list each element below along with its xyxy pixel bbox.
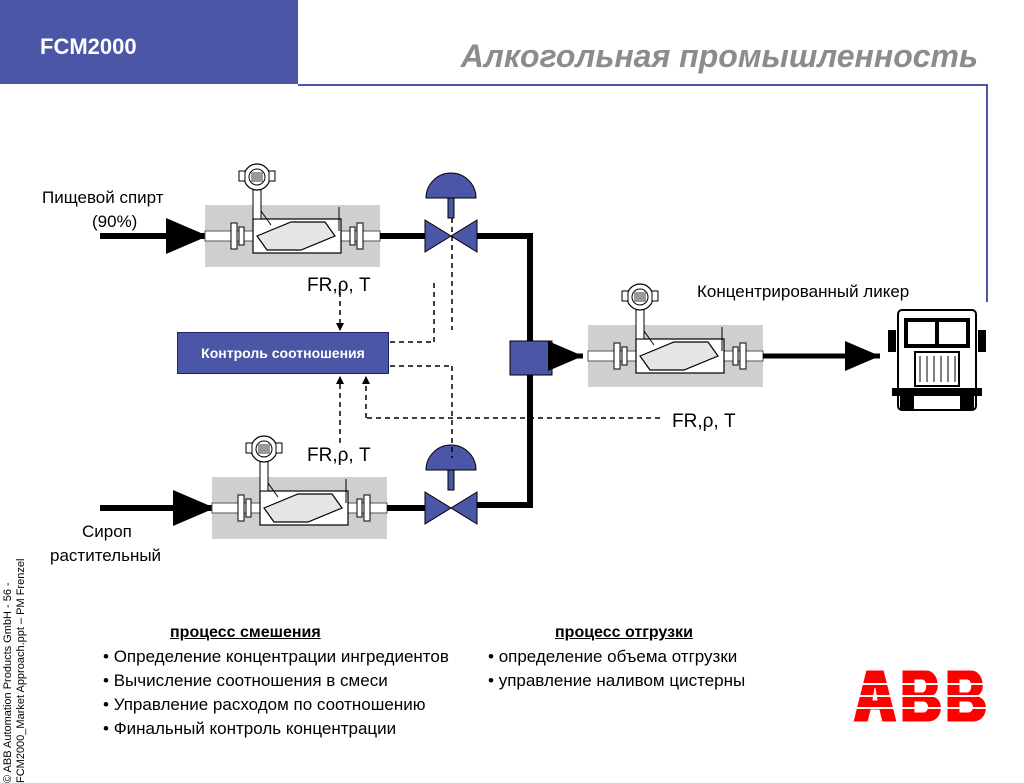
- flowmeter-top: [204, 163, 381, 268]
- control-valve-top: [424, 172, 478, 253]
- mixer-block: [509, 340, 553, 376]
- abb-logo: [850, 669, 992, 723]
- header-rule-vertical: [986, 84, 988, 302]
- signal-label-output: FR,ρ, T: [672, 411, 736, 432]
- tanker-truck-icon: [888, 309, 986, 411]
- slide-title: Алкогольная промышленность: [460, 38, 978, 74]
- control-valve-bottom: [424, 444, 478, 525]
- mixing-heading: процесс смешения: [170, 624, 321, 641]
- list-item: Определение концентрации ингредиентов: [103, 645, 449, 669]
- list-item: Вычисление соотношения в смеси: [103, 669, 449, 693]
- input-top-concentration: (90%): [92, 212, 138, 231]
- shipping-list: определение объема отгрузки управление н…: [488, 645, 746, 693]
- product-name: FCM2000: [40, 34, 137, 59]
- list-item: Финальный контроль концентрации: [103, 717, 449, 741]
- header-product-box: FCM2000: [0, 0, 298, 84]
- copyright-note: © ABB Automation Products GmbH - 56 - FC…: [2, 558, 27, 783]
- signal-label-top: FR,ρ, T: [307, 275, 371, 296]
- mixing-list: Определение концентрации ингредиентов Вы…: [103, 645, 449, 741]
- header-rule: [298, 84, 988, 86]
- input-top-label: Пищевой спирт: [42, 188, 164, 207]
- output-label: Концентрированный ликер: [697, 282, 910, 301]
- ratio-controller-box: Контроль соотношения: [177, 332, 389, 374]
- signal-label-bottom: FR,ρ, T: [307, 445, 371, 466]
- list-item: определение объема отгрузки: [488, 645, 745, 669]
- input-bottom-label-2: растительный: [50, 546, 162, 565]
- list-item: управление наливом цистерны: [488, 669, 746, 693]
- shipping-heading: процесс отгрузки: [555, 624, 693, 641]
- input-bottom-label: Сироп: [82, 522, 132, 541]
- list-item: Управление расходом по соотношению: [103, 693, 449, 717]
